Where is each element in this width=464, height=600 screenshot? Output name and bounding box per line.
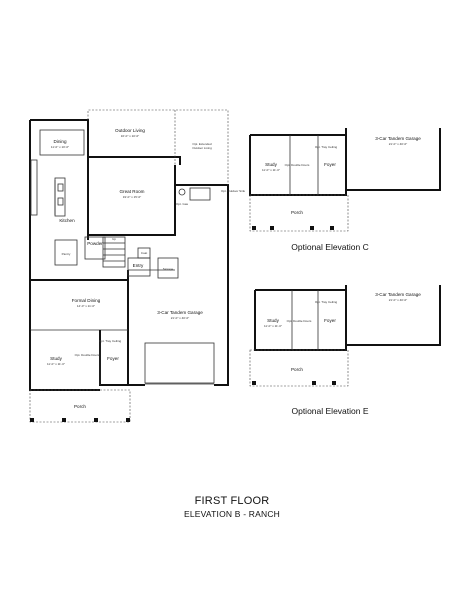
elev-e-garage-dim: 21'-0" x 40'-0" <box>389 298 407 302</box>
main-plan: Dining 11'-0" x 10'-0" Outdoor Living 16… <box>29 109 246 423</box>
elevation-c-plan: Study 11'-0" x 11'-0" Opt. Double Doors … <box>249 128 441 252</box>
elev-c-foyer-label: Foyer <box>324 162 336 167</box>
room-label-outdoor-living: Outdoor Living <box>115 128 145 133</box>
elev-e-foyer-label: Foyer <box>324 318 336 323</box>
elev-e-garage-wall <box>345 285 441 346</box>
porch-post <box>30 418 34 422</box>
room-dim-great-room: 19'-0" x 15'-0" <box>123 195 141 199</box>
porch-post <box>252 381 256 385</box>
label-opt-tray-ceiling: Opt. Tray Ceiling <box>99 339 122 343</box>
label-opt-gas: Opt. Gas <box>176 202 189 206</box>
dining-window-box <box>39 129 85 156</box>
room-dim-formal-dining: 14'-0" x 11'-0" <box>77 304 95 308</box>
garage-door-panel <box>144 342 215 384</box>
porch-post <box>330 226 334 230</box>
label-up: Up <box>112 237 116 241</box>
elev-e-porch-label: Porch <box>291 367 303 372</box>
elev-c-study-label: Study <box>265 162 277 167</box>
elev-c-porch-label: Porch <box>291 210 303 215</box>
main-wall-garage-north <box>175 184 229 270</box>
porch-post <box>270 226 274 230</box>
porch-post <box>332 381 336 385</box>
elevation-title: ELEVATION B - RANCH <box>183 509 281 519</box>
elev-c-porch <box>249 194 349 232</box>
elev-c-garage-dim: 21'-0" x 40'-0" <box>389 142 407 146</box>
room-label-opt-extended: Opt. Extended <box>192 142 212 146</box>
elev-e-study-label: Study <box>267 318 279 323</box>
porch-dashed <box>29 389 131 423</box>
sink-fixture <box>178 188 186 196</box>
main-wall-garage-east <box>214 270 229 386</box>
elev-c-garage-label: 3-Car Tandem Garage <box>375 136 421 141</box>
elev-e-caption: Optional Elevation E <box>291 406 368 416</box>
floor-title: FIRST FLOOR <box>194 495 270 507</box>
elev-c-garage-wall <box>345 128 441 191</box>
room-label-porch: Porch <box>74 404 86 409</box>
elevation-e-plan: Study 11'-0" x 11'-0" Opt. Double Doors … <box>249 285 441 416</box>
room-label-storage: Storage <box>163 267 174 271</box>
porch-post <box>94 418 98 422</box>
entry-box <box>127 257 151 277</box>
elev-e-study-dim: 11'-0" x 11'-0" <box>264 324 282 328</box>
mudroom-fixture <box>189 187 211 201</box>
kitchen-counter <box>30 159 38 216</box>
room-dim-outdoor-living: 16'-0" x 10'-0" <box>121 134 139 138</box>
room-label-great-room: Great Room <box>119 189 144 194</box>
room-label-dining: Dining <box>53 139 66 144</box>
elev-c-caption: Optional Elevation C <box>291 242 369 252</box>
dishwasher-fixture <box>57 197 64 206</box>
porch-post <box>310 226 314 230</box>
porch-post <box>252 226 256 230</box>
room-label-study: Study <box>50 356 62 361</box>
main-wall-study <box>29 330 100 391</box>
storage-box <box>157 257 179 279</box>
room-label-pantry: Pantry <box>62 252 71 256</box>
main-wall-great-room <box>87 157 175 236</box>
elev-e-opt-tray-ceiling: Opt. Tray Ceiling <box>315 300 338 304</box>
label-coat: Coat <box>141 251 148 255</box>
porch-post <box>126 418 130 422</box>
elev-c-opt-double-doors: Opt. Double Doors <box>285 163 310 167</box>
elev-e-garage-label: 3-Car Tandem Garage <box>375 292 421 297</box>
stair-box <box>102 236 126 268</box>
kitchen-island-box <box>54 177 66 217</box>
label-opt-outdoor-sink: Opt. Outdoor Sink <box>221 189 246 193</box>
porch-post <box>62 418 66 422</box>
room-dim-garage: 21'-0" x 40'-0" <box>171 316 189 320</box>
elev-c-study-dim: 11'-0" x 11'-0" <box>262 168 280 172</box>
room-label-entry: Entry <box>133 263 144 268</box>
room-dim-dining: 11'-0" x 10'-0" <box>51 145 69 149</box>
room-label-foyer: Foyer <box>107 356 119 361</box>
range-fixture <box>57 183 64 192</box>
powder-box <box>84 236 106 260</box>
room-label-garage: 3-Car Tandem Garage <box>157 310 203 315</box>
outdoor-living-dashed <box>87 109 229 185</box>
porch-post <box>312 381 316 385</box>
pantry-box <box>54 239 78 266</box>
room-label-opt-extended-2: Outdoor Living <box>192 146 212 150</box>
room-dim-study: 11'-0" x 11'-0" <box>47 362 65 366</box>
room-label-kitchen: Kitchen <box>59 218 75 223</box>
label-opt-double-doors: Opt. Double Doors <box>75 353 100 357</box>
elev-e-opt-double-doors: Opt. Double Doors <box>287 319 312 323</box>
room-label-formal-dining: Formal Dining <box>72 298 101 303</box>
room-label-powder: Powder <box>87 241 103 246</box>
elev-e-porch <box>249 349 349 387</box>
elev-c-opt-tray-ceiling: Opt. Tray Ceiling <box>315 145 338 149</box>
